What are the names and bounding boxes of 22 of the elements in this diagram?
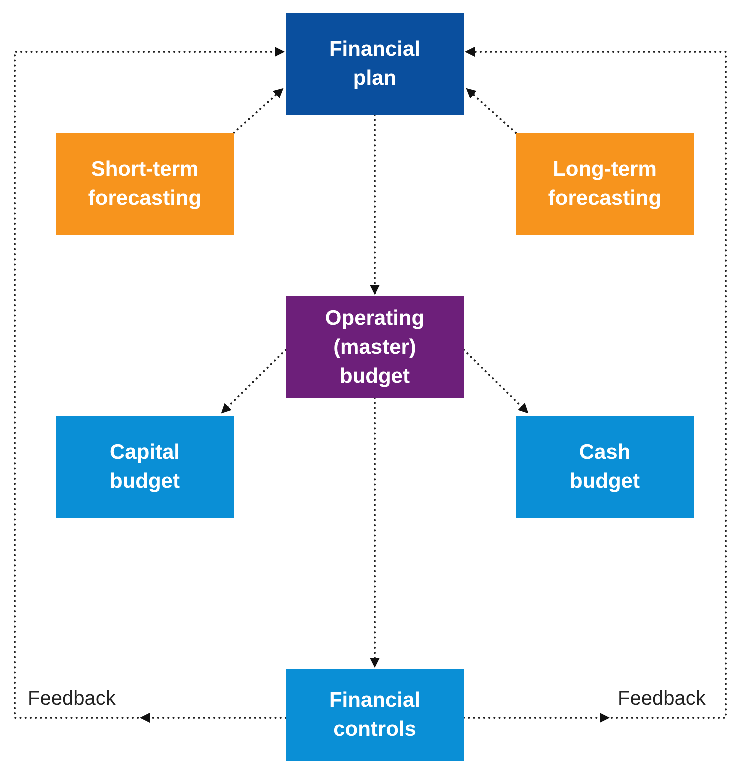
dotted-arrow <box>463 349 529 414</box>
dotted-arrow <box>466 88 517 134</box>
box-label: Financial plan <box>328 37 422 92</box>
process-box <box>286 296 464 398</box>
process-box <box>286 669 464 761</box>
dotted-arrow <box>463 47 727 723</box>
box-label: Operating (master) budget <box>324 306 426 390</box>
dotted-arrow <box>370 397 380 668</box>
process-box <box>56 133 234 235</box>
box-label: Capital budget <box>108 440 181 495</box>
process-box <box>516 133 694 235</box>
dotted-arrow <box>233 88 284 134</box>
dotted-arrow <box>370 114 380 295</box>
process-box <box>286 13 464 115</box>
dotted-arrow <box>14 47 287 723</box>
box-label: Long-term forecasting <box>547 157 663 212</box>
box-label: Financial controls <box>328 688 422 743</box>
box-label: Cash budget <box>569 440 641 495</box>
process-box <box>56 416 234 518</box>
dotted-arrow <box>221 349 287 414</box>
box-label: Short-term forecasting <box>87 157 203 212</box>
process-box <box>516 416 694 518</box>
